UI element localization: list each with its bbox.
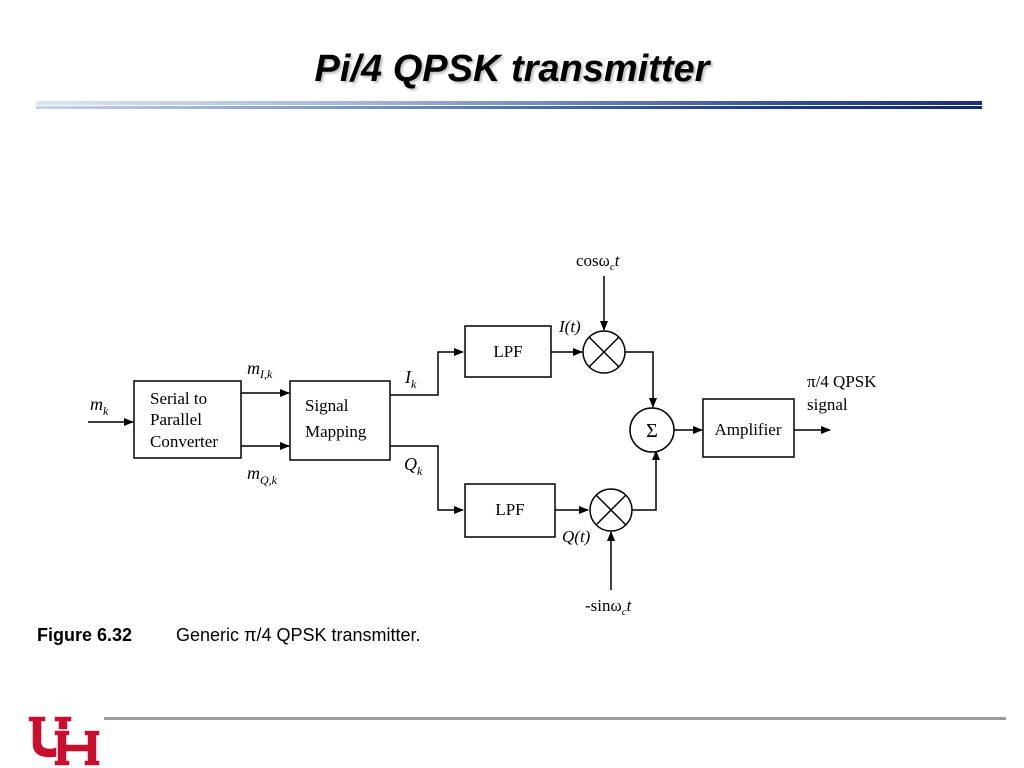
cos-carrier-label: cosωct <box>576 251 621 273</box>
bottom-to-sum-path <box>632 450 660 511</box>
qt-label: Q(t) <box>562 527 591 546</box>
qk-label: Qk <box>404 454 423 478</box>
summer-symbol: Σ <box>646 420 658 442</box>
ik-label: Ik <box>404 367 417 391</box>
mik-label: mI,k <box>247 358 273 381</box>
title-underline <box>36 101 982 105</box>
serial-line-2: Parallel <box>150 410 202 429</box>
amplifier-label: Amplifier <box>714 420 781 439</box>
serial-line-1: Serial to <box>150 389 207 408</box>
lpf-bottom-label: LPF <box>495 500 524 519</box>
multiplier-bottom-icon <box>589 488 633 532</box>
mqk-label: mQ,k <box>247 463 278 487</box>
sin-carrier-label: -sinωct <box>585 596 633 618</box>
lpf-top-label: LPF <box>493 342 522 361</box>
signal-mapping-block <box>289 380 391 461</box>
qk-path <box>390 445 464 514</box>
it-label: I(t) <box>558 317 581 336</box>
ik-path <box>390 348 464 396</box>
serial-to-parallel-block <box>133 380 242 459</box>
input-label: mk <box>90 394 109 418</box>
amplifier-block <box>702 398 795 458</box>
lpf-bottom-block <box>464 483 556 538</box>
lpf-top-block <box>464 325 552 378</box>
multiplier-top-icon <box>582 330 626 374</box>
mapping-line-2: Mapping <box>305 422 367 441</box>
slide-title: Pi/4 QPSK transmitter <box>314 48 710 90</box>
figure-caption: Generic π/4 QPSK transmitter. <box>176 625 421 645</box>
mapping-line-1: Signal <box>305 396 349 415</box>
top-to-sum-path <box>625 351 657 408</box>
figure-number: Figure 6.32 <box>37 625 132 645</box>
footer-rule <box>104 717 1006 720</box>
serial-line-3: Converter <box>150 432 218 451</box>
output-line-1: π/4 QPSK <box>807 372 877 391</box>
output-line-2: signal <box>807 395 848 414</box>
title-underline-dark <box>36 106 982 109</box>
uh-logo-icon <box>27 715 101 767</box>
